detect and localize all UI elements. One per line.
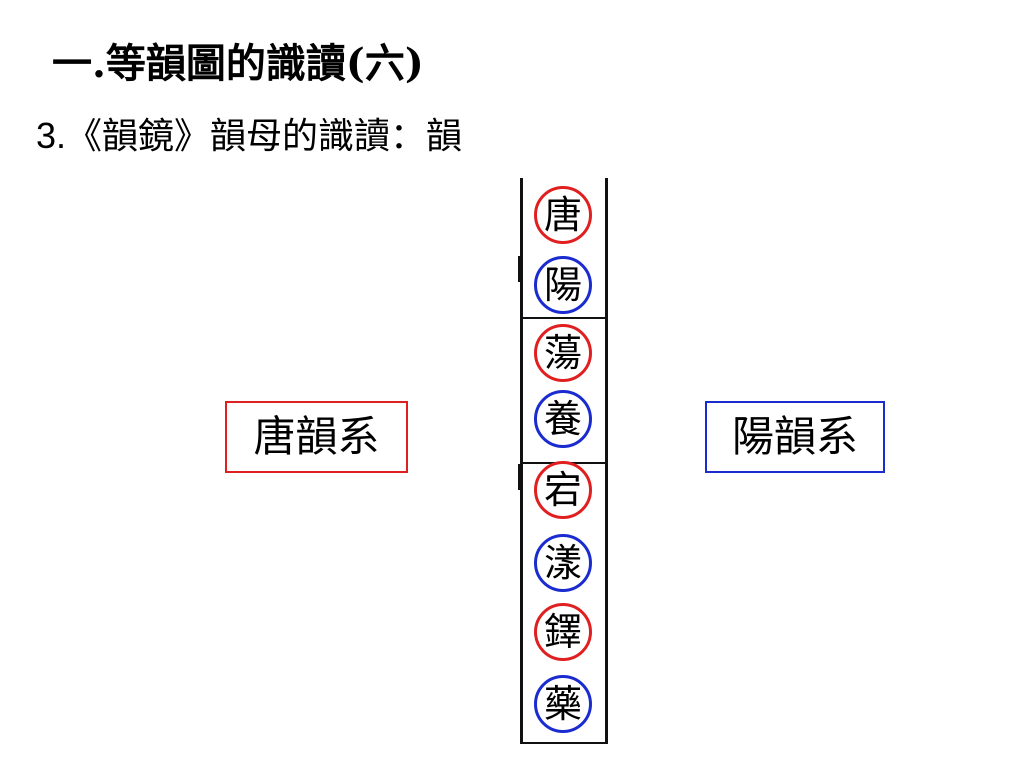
column-tick [518, 256, 522, 282]
tang-rhyme-label: 唐韻系 [225, 401, 408, 473]
rhyme-char-yang: 陽 [534, 256, 592, 314]
rhyme-column: 唐 陽 蕩 養 宕 漾 鐸 藥 [518, 178, 608, 748]
column-divider [520, 317, 608, 319]
rhyme-char-yao: 藥 [534, 675, 592, 733]
slide-title: 一.等韻圖的識讀(六) [52, 40, 424, 87]
column-divider [520, 742, 608, 744]
rhyme-char-dang2: 宕 [534, 461, 592, 519]
rhyme-char-tang: 唐 [534, 186, 592, 244]
rhyme-char-yang3: 漾 [534, 534, 592, 592]
yang-rhyme-label: 陽韻系 [705, 401, 885, 473]
column-tick [518, 464, 522, 490]
slide-subtitle: 3.《韻鏡》韻母的識讀：韻 [36, 116, 462, 157]
rhyme-char-yang2: 養 [534, 390, 592, 448]
column-left-border [520, 178, 523, 744]
subtitle-text: 《韻鏡》韻母的識讀：韻 [66, 116, 463, 157]
subtitle-number: 3. [36, 115, 67, 156]
rhyme-char-dang: 蕩 [534, 324, 592, 382]
rhyme-char-duo: 鐸 [534, 603, 592, 661]
column-right-border [605, 178, 608, 744]
